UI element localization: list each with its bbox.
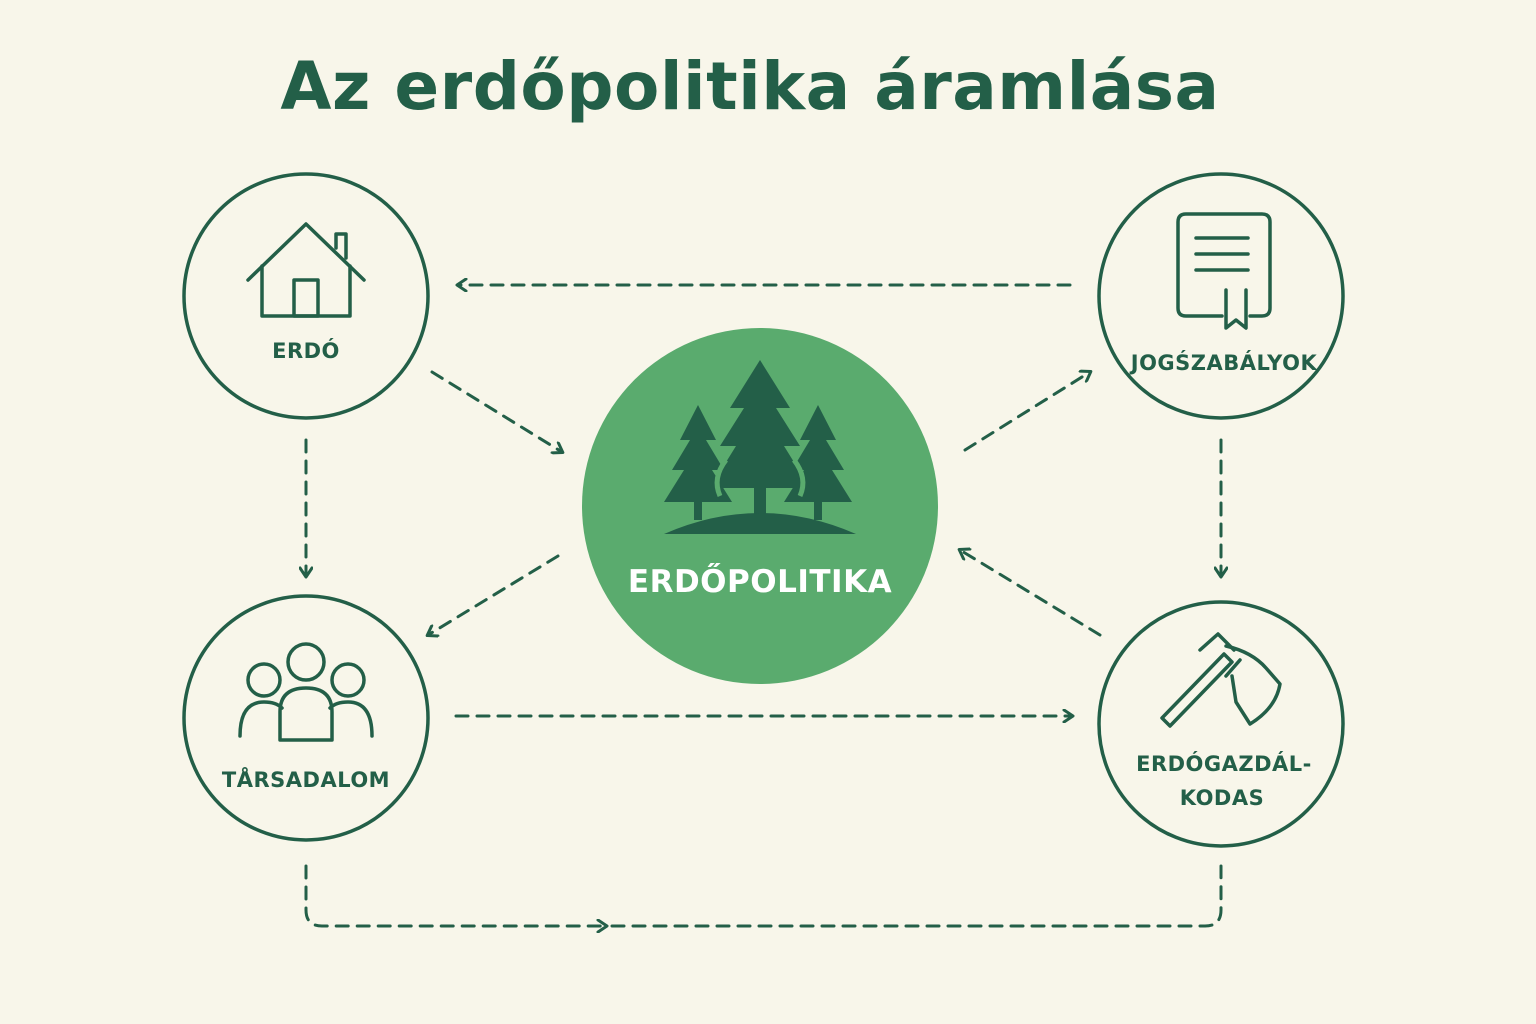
arrow-bottom-loop-right [610,864,1223,928]
arrow-center-to-tarsadalom [428,554,560,635]
center-label: ERDŐPOLITIKA [628,563,892,600]
node-label-erdogazdalkodas-line1: ERDÓGAZDÁL- [1136,751,1312,776]
node-label-erdo: ERDÓ [272,338,340,363]
arrow-erdo-to-center [430,370,562,452]
axe-icon [1160,632,1282,728]
node-erdogazdalkodas: ERDÓGAZDÁL- KODAS [1097,600,1345,848]
document-icon [1176,212,1272,330]
house-icon [246,222,366,318]
node-erdo: ERDÓ [182,172,430,420]
node-label-erdogazdalkodas-line2: KODAS [1180,786,1265,810]
node-jogszabalyok: JOGŚZABÁLYOK [1097,172,1345,420]
page-title: Az erdőpolitika áramlása [280,48,1220,125]
arrow-center-to-jogszabalyok [963,372,1090,452]
node-label-jogszabalyok: JOGŚZABÁLYOK [1129,350,1318,375]
node-label-tarsadalom: TÅRSADALOM [222,767,390,792]
center-node: ERDŐPOLITIKA [582,328,938,684]
arrow-erdogazdalkodas-to-center [960,550,1102,637]
people-icon [238,642,374,742]
arrow-bottom-loop-left [304,864,606,926]
node-tarsadalom: TÅRSADALOM [182,594,430,842]
